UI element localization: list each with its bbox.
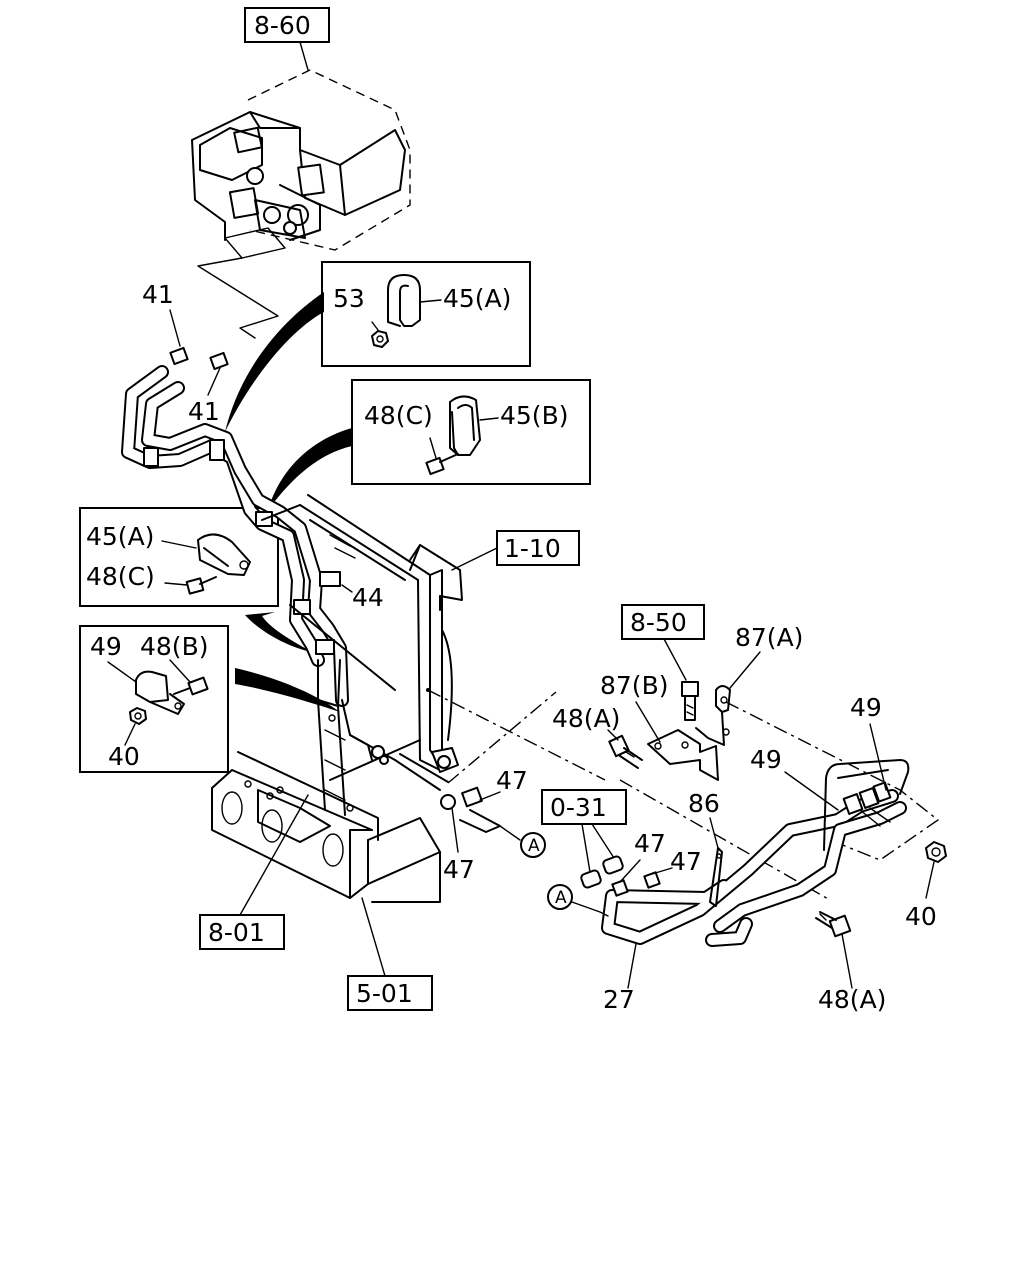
part-label-45a-inset1: 45(A)	[443, 284, 511, 313]
ref-box-8-60	[244, 7, 330, 43]
part-label-47-b: 47	[443, 855, 475, 884]
inset-clip-45a: 45(A) 48(C)	[79, 507, 279, 607]
svg-text:A: A	[528, 836, 540, 856]
ref-label-8-60: 8-60	[254, 11, 311, 40]
center-hose-clamps: 47 47 A	[394, 753, 546, 884]
circle-marker-a-left	[547, 884, 573, 910]
part-label-48a-bottom: 48(A)	[818, 985, 886, 1014]
ref-label-8-50: 8-50	[630, 608, 687, 637]
left-pipe-route: 41 41 44	[121, 280, 384, 746]
part-label-41-top: 41	[142, 280, 174, 309]
part-label-47-a: 47	[496, 766, 528, 795]
part-label-48a-mid: 48(A)	[552, 704, 620, 733]
part-label-44: 44	[352, 583, 384, 612]
part-label-45a-inset3: 45(A)	[86, 522, 154, 551]
ref-box-8-50	[621, 604, 705, 640]
part-label-40-inset4: 40	[108, 742, 140, 771]
ref-box-8-01	[199, 914, 285, 950]
inset-clip-45b: 48(C) 45(B)	[351, 379, 591, 485]
part-label-49-right-mid: 49	[750, 745, 782, 774]
part-label-27: 27	[603, 985, 635, 1014]
heater-unit: 8-60	[191, 7, 411, 259]
ref-label-8-01: 8-01	[208, 918, 265, 947]
ref-box-1-10	[496, 530, 580, 566]
part-label-40-right: 40	[905, 902, 937, 931]
inset-clip-53: 53 45(A)	[321, 261, 531, 367]
ref-box-0-31	[541, 789, 627, 825]
part-label-47-d: 47	[670, 847, 702, 876]
part-label-45b-inset2: 45(B)	[500, 401, 568, 430]
right-assembly: 8-50 87(A) 87(B) 48(A)	[541, 604, 947, 1014]
ref-label-1-10: 1-10	[504, 534, 561, 563]
chassis-frame	[211, 699, 441, 903]
ref-label-5-01: 5-01	[356, 979, 413, 1008]
circle-marker-a-right	[520, 832, 546, 858]
ref-label-0-31: 0-31	[550, 793, 607, 822]
inset-clip-49: 49 48(B) 40	[79, 625, 229, 773]
part-label-53: 53	[333, 284, 365, 313]
part-label-49-right-top: 49	[850, 693, 882, 722]
part-label-48c-inset3: 48(C)	[86, 562, 155, 591]
ref-box-5-01	[347, 975, 433, 1011]
part-label-47-c: 47	[634, 829, 666, 858]
part-label-48b-inset4: 48(B)	[140, 632, 208, 661]
part-label-87b: 87(B)	[600, 671, 668, 700]
part-label-49-inset4: 49	[90, 632, 122, 661]
part-label-86: 86	[688, 789, 720, 818]
svg-text:A: A	[555, 888, 567, 908]
radiator	[261, 494, 463, 773]
part-label-87a: 87(A)	[735, 623, 803, 652]
part-label-41-mid: 41	[188, 397, 220, 426]
part-label-48c-inset2: 48(C)	[364, 401, 433, 430]
